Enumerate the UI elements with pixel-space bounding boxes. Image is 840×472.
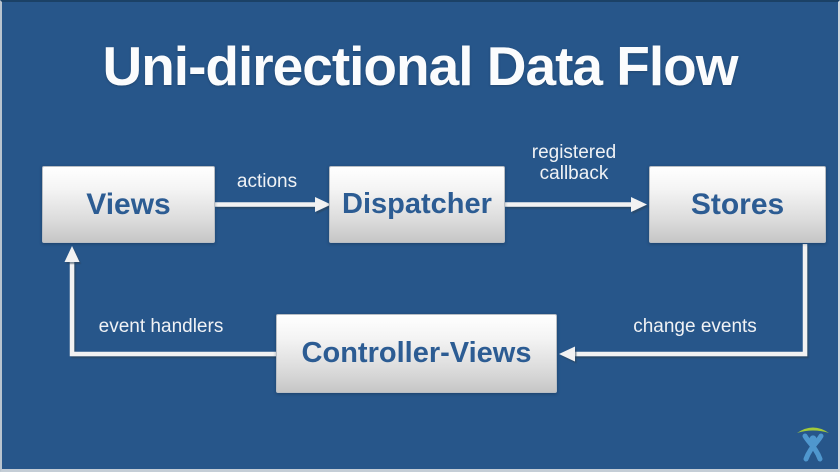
arrowhead-into-views: [64, 246, 80, 262]
edge-label-change-events: change events: [633, 316, 757, 337]
edge-label-actions: actions: [236, 171, 298, 192]
page-title: Uni-directional Data Flow: [102, 35, 738, 97]
node-controller-views: Controller-Views: [276, 314, 557, 393]
edge-label-registered-callback: registered callback: [531, 142, 617, 184]
atlassian-logo-icon: [797, 427, 829, 462]
edge-label-event-handlers: event handlers: [98, 316, 224, 337]
arrow-stores-to-controller: [574, 244, 808, 357]
node-stores: Stores: [649, 166, 826, 243]
arrowhead-into-stores: [631, 197, 647, 212]
logo-green-arc: [797, 427, 829, 433]
node-views: Views: [42, 166, 215, 243]
arrowhead-into-controller: [559, 346, 575, 362]
arrow-controller-to-views: [69, 261, 276, 357]
node-dispatcher: Dispatcher: [329, 166, 505, 243]
logo-figure-body: [802, 433, 824, 462]
